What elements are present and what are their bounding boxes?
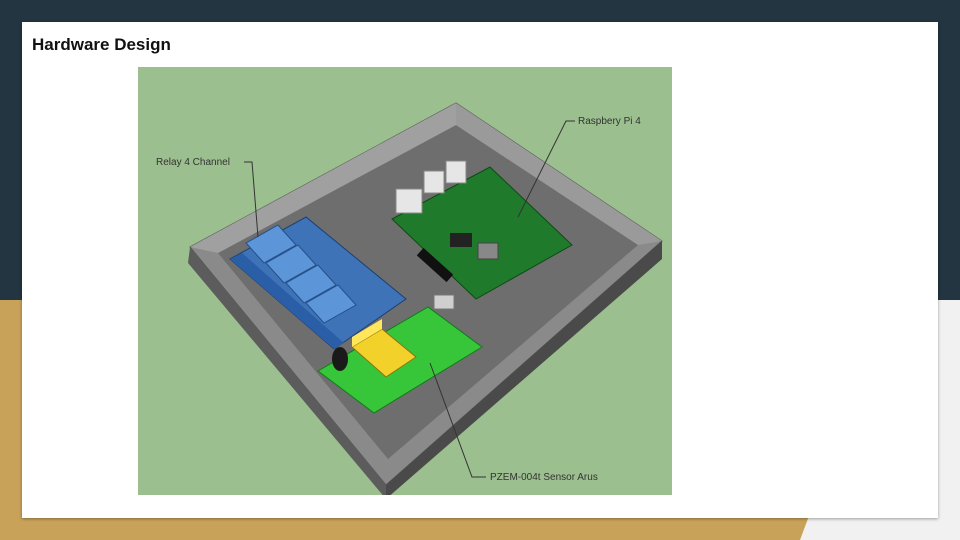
relay-block-1	[245, 224, 297, 264]
pi-usb-port-2	[445, 160, 467, 184]
relay-4-channel-board	[229, 216, 407, 350]
slide: Hardware Design	[22, 22, 938, 518]
enclosure-inner-wall-right	[456, 103, 662, 245]
pzem-transformer-top	[352, 319, 382, 347]
pzem-label: PZEM-004t Sensor Arus	[490, 472, 598, 483]
relay-terminal-strip	[230, 253, 344, 349]
relay-block-2	[265, 244, 317, 284]
pzem-capacitor	[332, 347, 348, 371]
enclosure-outer-front-left	[188, 247, 386, 495]
raspberry-leader-line	[517, 120, 575, 218]
raspberry-pi-4-board	[391, 160, 573, 300]
pi-gpio-header	[416, 247, 454, 283]
relay-label: Relay 4 Channel	[156, 157, 230, 168]
relay-block-4	[305, 284, 357, 324]
pzem-004t-sensor-board	[317, 294, 483, 414]
pi-ram-chip	[450, 233, 472, 247]
pzem-connector	[433, 294, 455, 310]
slide-title: Hardware Design	[32, 35, 171, 54]
hardware-design-figure: Relay 4 Channel Raspbery Pi 4 PZEM-004t …	[138, 67, 672, 495]
pzem-leader-line	[429, 362, 486, 478]
pi-ethernet-port	[395, 188, 423, 214]
pi-usb-port-1	[423, 170, 445, 194]
pi-soc-chip	[477, 242, 499, 260]
relay-block-3	[285, 264, 337, 304]
raspberry-label: Raspbery Pi 4	[578, 116, 641, 127]
gold-bottom-shape	[0, 515, 960, 540]
relay-leader-line	[244, 161, 259, 238]
